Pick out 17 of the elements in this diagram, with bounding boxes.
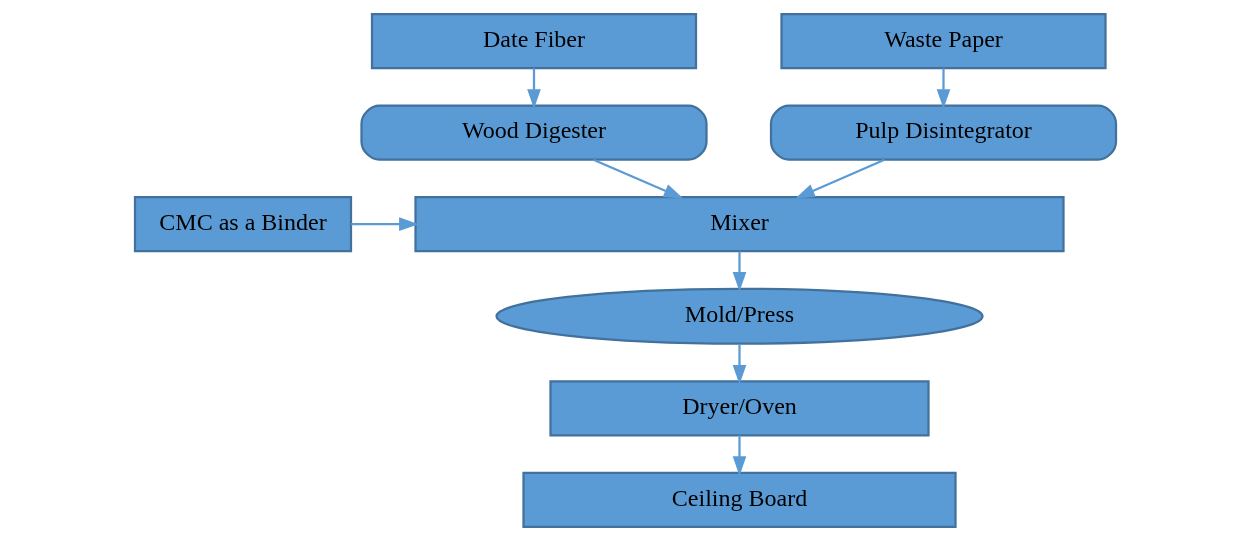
arrow (350, 217, 419, 231)
node-ellipse: Mold/Press (494, 287, 984, 345)
arrow (592, 158, 683, 199)
node-box: Mixer (413, 196, 1065, 253)
node-box: Pulp Disintegrator (769, 104, 1117, 161)
node-box: Wood Digester (359, 104, 708, 161)
node-box: Waste Paper (779, 13, 1107, 70)
arrow (526, 68, 541, 109)
arrow (732, 251, 746, 292)
arrow (794, 158, 885, 199)
arrow (732, 435, 746, 476)
node-box: Dryer/Oven (548, 380, 930, 437)
node-box: Date Fiber (370, 13, 697, 70)
arrow (732, 344, 746, 385)
node-box: Ceiling Board (521, 471, 957, 528)
arrow (936, 68, 950, 109)
node-box: CMC as a Binder (133, 196, 352, 253)
